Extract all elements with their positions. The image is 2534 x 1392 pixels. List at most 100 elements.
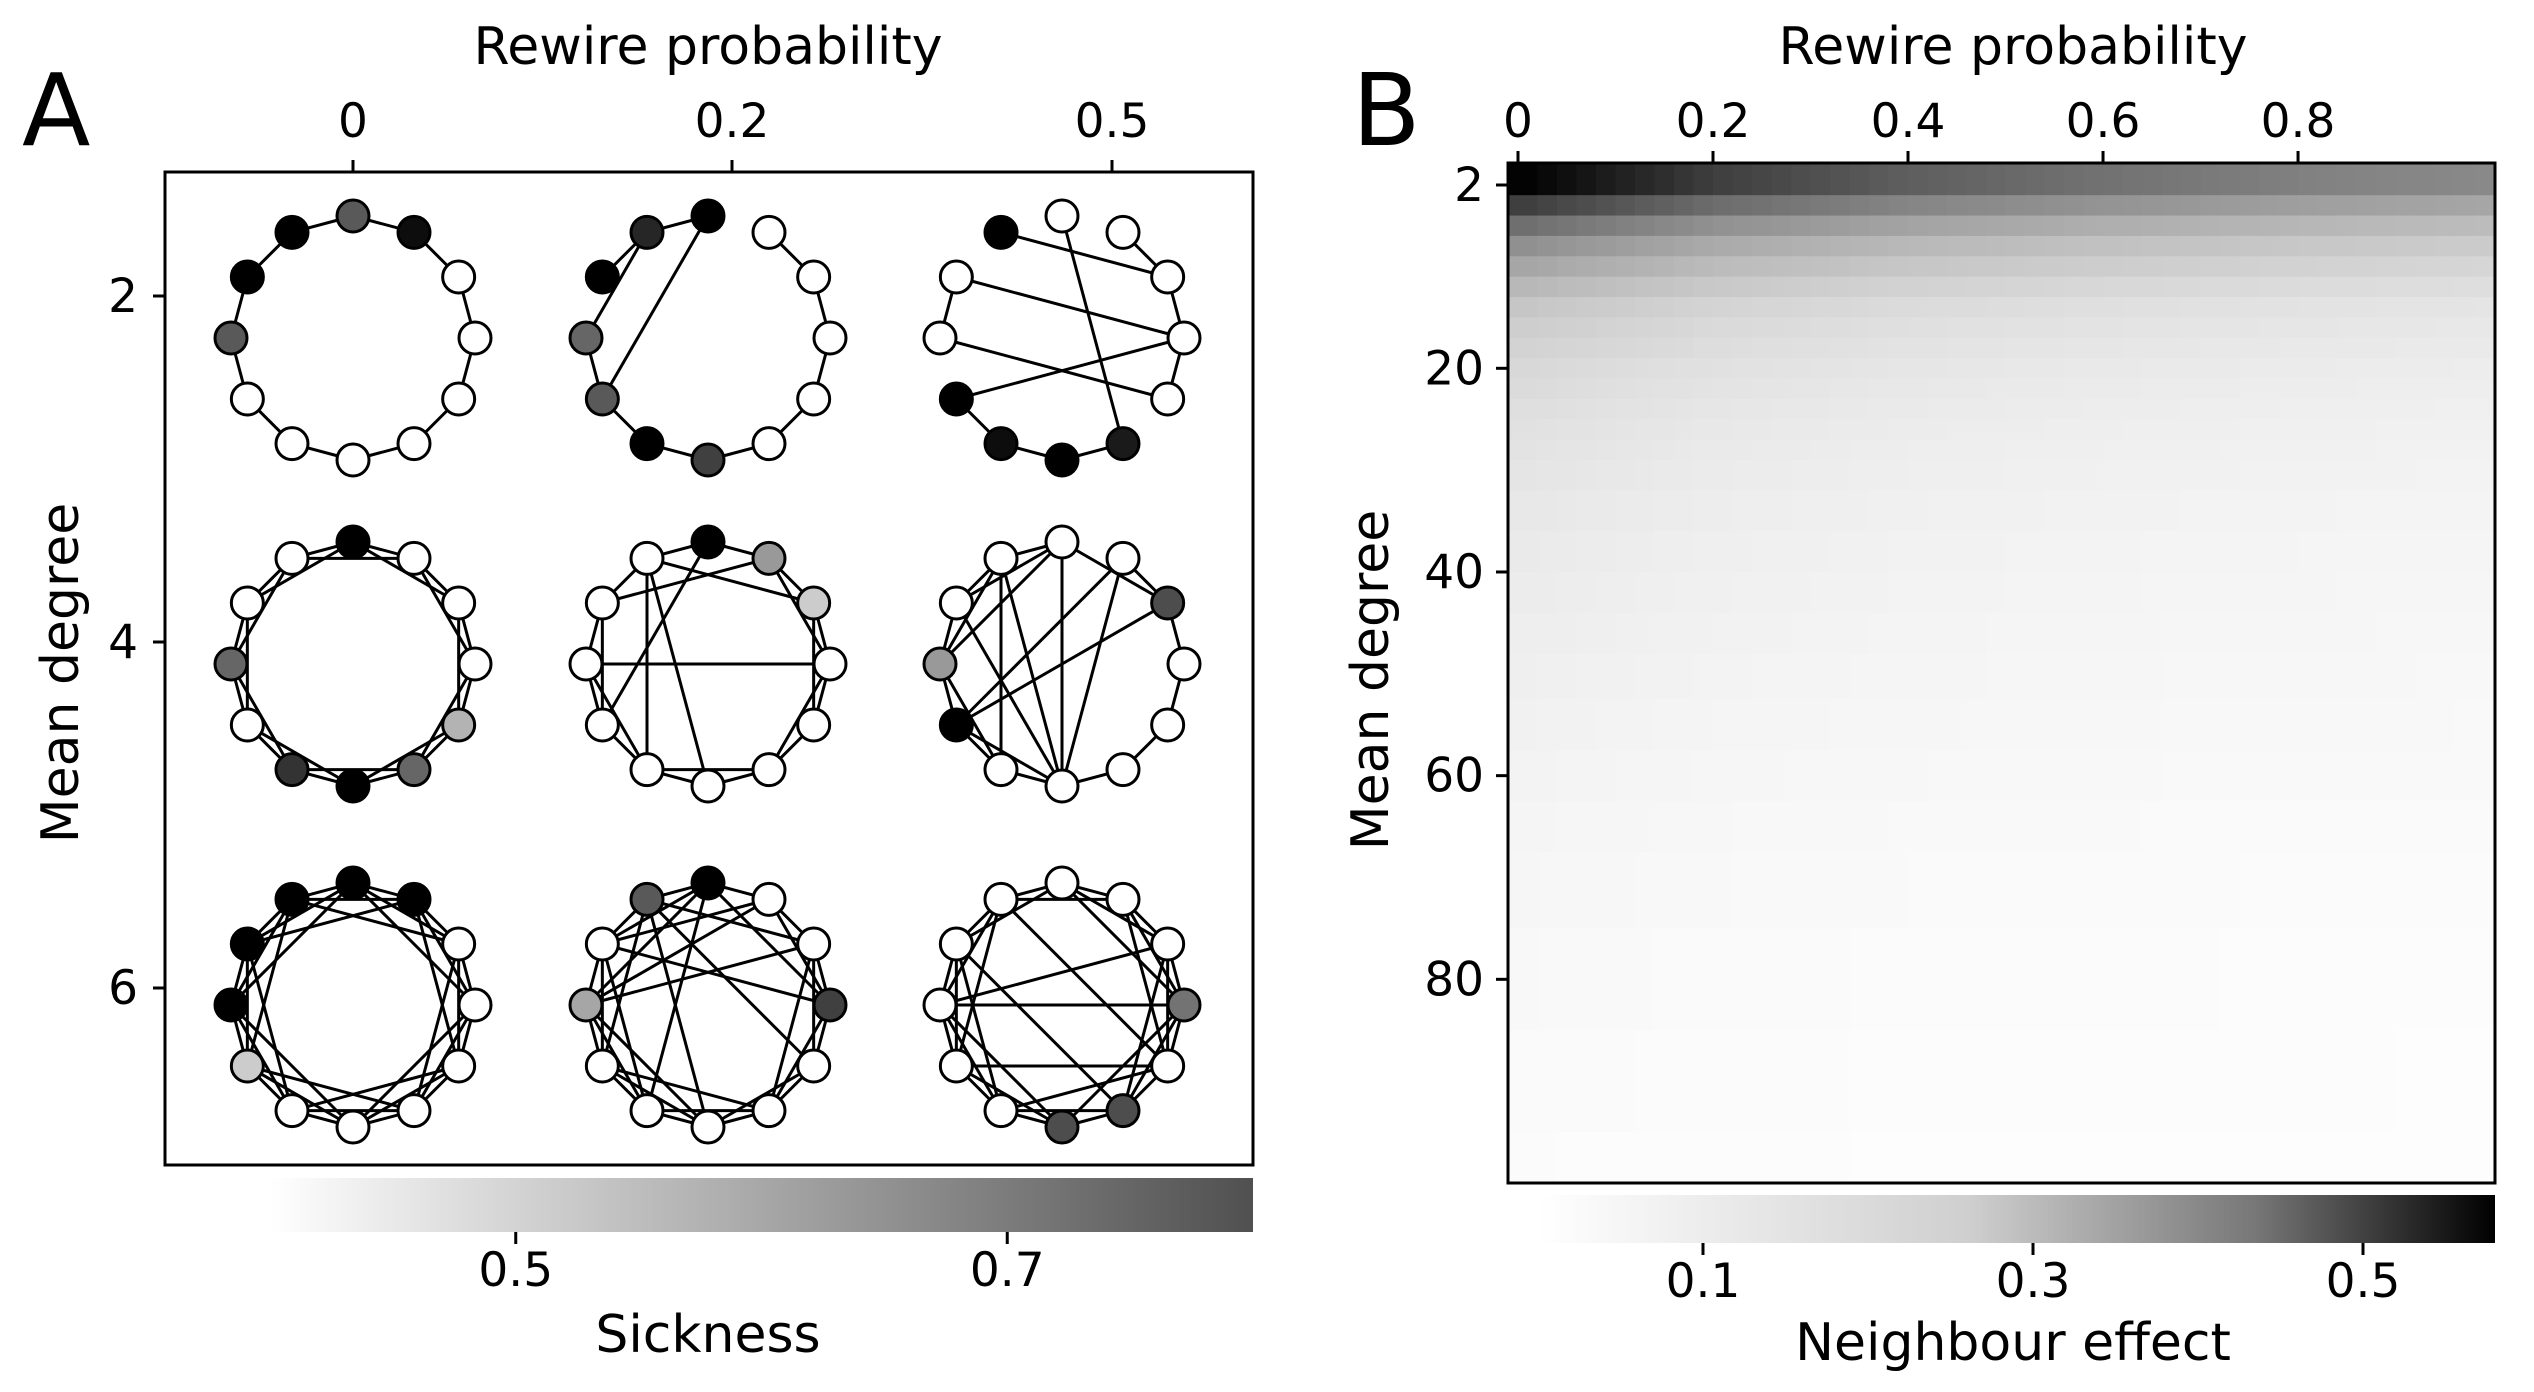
heatmap-cell	[2473, 235, 2494, 257]
heatmap-cell	[1596, 439, 1617, 461]
heatmap-cell	[2415, 215, 2436, 237]
heatmap-cell	[1693, 852, 1714, 930]
heatmap-cell	[1693, 297, 1714, 318]
heatmap-cell	[1771, 928, 1792, 1031]
network-node	[796, 707, 832, 743]
heatmap-cell	[1869, 195, 1890, 217]
heatmap-cell	[2220, 852, 2241, 930]
network-node	[629, 214, 665, 250]
network-diagram	[213, 865, 493, 1145]
network-node	[584, 585, 620, 621]
heatmap-cell	[1615, 653, 1636, 700]
heatmap-cell	[1596, 1030, 1617, 1133]
heatmap-cell	[1615, 750, 1636, 802]
network-edge	[351, 1003, 477, 1129]
heatmap-cell	[2005, 358, 2026, 380]
heatmap-cell	[1986, 235, 2007, 257]
heatmap-cell	[1752, 801, 1773, 853]
heatmap-cell	[2083, 801, 2104, 853]
network-node	[938, 1048, 974, 1084]
heatmap-cell	[1576, 750, 1597, 802]
heatmap-cell	[2415, 531, 2436, 573]
heatmap-cell	[2278, 317, 2299, 339]
heatmap-cell	[2083, 276, 2104, 298]
heatmap-cell	[2259, 215, 2280, 237]
heatmap-cell	[2376, 928, 2397, 1031]
heatmap-cell	[1771, 256, 1792, 278]
heatmap-cell	[2415, 801, 2436, 853]
heatmap-cell	[1752, 378, 1773, 400]
network-node	[938, 381, 974, 417]
heatmap-cell	[1771, 398, 1792, 420]
heatmap-cell	[1713, 317, 1734, 339]
heatmap-cell	[1615, 490, 1636, 532]
heatmap-cell	[2044, 398, 2065, 420]
network-node	[1166, 987, 1202, 1023]
heatmap-cell	[1635, 297, 1656, 318]
heatmap-cell	[1508, 419, 1539, 441]
heatmap-cell	[2083, 1132, 2104, 1184]
heatmap-cell	[1537, 337, 1558, 359]
network-node	[629, 426, 665, 462]
network-node	[441, 926, 477, 962]
heatmap-cell	[2298, 276, 2319, 298]
heatmap-cell	[1771, 337, 1792, 359]
network-edge	[351, 881, 477, 1007]
heatmap-cell	[2044, 852, 2065, 930]
heatmap-cell	[2473, 612, 2494, 655]
heatmap-cell	[1615, 439, 1636, 461]
heatmap-cell	[1557, 612, 1578, 655]
heatmap-cell	[1830, 439, 1851, 461]
heatmap-cell	[1654, 699, 1675, 751]
heatmap-cell	[2278, 852, 2299, 930]
heatmap-cell	[1771, 750, 1792, 802]
network-node	[396, 752, 432, 788]
heatmap-cell	[2200, 235, 2221, 257]
heatmap-cell	[2005, 699, 2026, 751]
network-node	[335, 865, 371, 901]
network-node	[213, 320, 249, 356]
heatmap-cell	[1966, 317, 1987, 339]
heatmap-cell	[2122, 571, 2143, 614]
heatmap-cell	[1537, 215, 1558, 237]
heatmap-cell	[2434, 612, 2455, 655]
heatmap-cell	[1869, 490, 1890, 532]
heatmap-cell	[1888, 256, 1909, 278]
heatmap-cell	[2298, 750, 2319, 802]
heatmap-cell	[1713, 235, 1734, 257]
heatmap-cell	[1869, 531, 1890, 573]
heatmap-cell	[1830, 490, 1851, 532]
heatmap-cell	[1596, 398, 1617, 420]
heatmap-cell	[1869, 750, 1890, 802]
heatmap-cell	[2454, 276, 2475, 298]
heatmap-cell	[2473, 358, 2494, 380]
heatmap-cell	[1908, 439, 1929, 461]
heatmap-cell	[1693, 653, 1714, 700]
network-node	[751, 540, 787, 576]
panel-b-y-tick-label: 2	[1454, 158, 1484, 213]
heatmap-cell	[2415, 571, 2436, 614]
heatmap-cell	[2200, 928, 2221, 1031]
heatmap-cell	[2356, 163, 2377, 196]
heatmap-cell	[1713, 928, 1734, 1031]
heatmap-cell	[2005, 317, 2026, 339]
heatmap-cell	[2064, 531, 2085, 573]
heatmap-cell	[1654, 358, 1675, 380]
heatmap-cell	[2200, 1132, 2221, 1184]
heatmap-cell	[1947, 801, 1968, 853]
heatmap-cell	[1791, 358, 1812, 380]
heatmap-cell	[1908, 163, 1929, 196]
heatmap-cell	[1713, 358, 1734, 380]
heatmap-cell	[2239, 297, 2260, 318]
heatmap-cell	[1508, 276, 1539, 298]
heatmap-cell	[2239, 195, 2260, 217]
heatmap-cell	[2259, 439, 2280, 461]
network-node	[457, 646, 493, 682]
heatmap-cell	[1752, 612, 1773, 655]
network-node	[796, 926, 832, 962]
heatmap-cell	[2044, 378, 2065, 400]
heatmap-cell	[1752, 653, 1773, 700]
heatmap-cell	[2356, 419, 2377, 441]
heatmap-cell	[2395, 398, 2416, 420]
heatmap-cell	[2415, 317, 2436, 339]
